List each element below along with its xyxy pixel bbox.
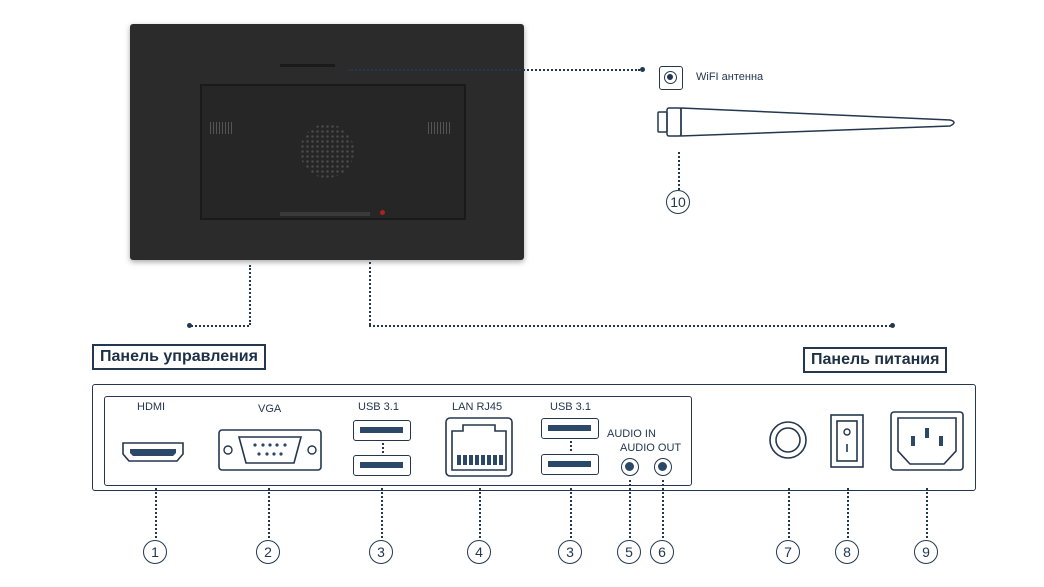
leader-2 — [268, 488, 270, 538]
usb-port-icon — [541, 454, 599, 475]
power-leader-horizontal — [369, 325, 891, 327]
leader-8 — [847, 488, 849, 538]
usb-label-2: USB 3.1 — [550, 401, 591, 413]
number-badge-1: 1 — [143, 540, 167, 564]
audio-jack-icon — [621, 458, 639, 476]
leader-4 — [479, 488, 481, 538]
leader-5 — [629, 480, 631, 538]
number-badge-4: 4 — [467, 540, 491, 564]
usb-divider — [382, 443, 384, 453]
power-indicator — [380, 210, 385, 215]
vga-port-icon — [218, 429, 322, 471]
number-badge-5: 5 — [617, 540, 641, 564]
power-panel-title: Панель питания — [803, 347, 948, 373]
wifi-label: WiFI антенна — [696, 71, 764, 83]
lan-label: LAN RJ45 — [452, 401, 503, 413]
number-badge-2: 2 — [256, 540, 280, 564]
leader-6 — [662, 480, 664, 538]
number-badge-10: 10 — [666, 190, 690, 214]
hdmi-label: HDMI — [137, 401, 166, 413]
hdmi-port-icon — [122, 442, 184, 462]
usb-divider — [570, 441, 572, 451]
antenna-icon — [657, 107, 955, 137]
port-area — [280, 212, 370, 216]
number-badge-7: 7 — [776, 540, 800, 564]
number-badge-9: 9 — [914, 540, 938, 564]
number-badge-8: 8 — [835, 540, 859, 564]
rocker-switch-icon — [830, 414, 864, 468]
rj45-port-icon — [445, 417, 513, 477]
audio-in-label: AUDIO IN — [607, 428, 656, 440]
leader-3a — [381, 488, 383, 538]
wifi-leader-bullet — [640, 67, 645, 72]
usb-port-icon — [353, 420, 411, 441]
control-leader-vertical — [249, 265, 251, 325]
wifi-number-line — [678, 152, 680, 190]
control-leader-bullet — [187, 323, 192, 328]
speaker-grille — [300, 124, 354, 178]
vga-label: VGA — [258, 403, 282, 415]
device-back-panel — [130, 24, 524, 260]
usb-port-icon — [353, 455, 411, 476]
leader-1 — [155, 488, 157, 538]
leader-9 — [926, 488, 928, 538]
number-badge-3a: 3 — [369, 540, 393, 564]
audio-jack-icon — [654, 458, 672, 476]
leader-7 — [788, 488, 790, 538]
vent-left — [210, 122, 232, 134]
control-leader-horizontal — [191, 325, 249, 327]
control-panel-title: Панель управления — [92, 344, 266, 370]
number-badge-6: 6 — [650, 540, 674, 564]
number-badge-3b: 3 — [558, 540, 582, 564]
rear-io-panel-frame — [92, 384, 976, 491]
audio-out-label: AUDIO OUT — [620, 442, 682, 454]
leader-3b — [570, 488, 572, 538]
vent-right — [428, 122, 450, 134]
control-io-panel — [104, 396, 692, 486]
power-leader-bullet — [890, 323, 895, 328]
power-leader-vertical — [369, 262, 371, 325]
antenna-stub — [280, 64, 335, 67]
usb-port-icon — [541, 418, 599, 439]
power-socket-icon — [890, 411, 964, 471]
usb-label-1: USB 3.1 — [358, 401, 399, 413]
wifi-leader-line — [348, 69, 640, 71]
power-button-icon — [769, 421, 807, 459]
wifi-connector-icon — [659, 66, 683, 90]
